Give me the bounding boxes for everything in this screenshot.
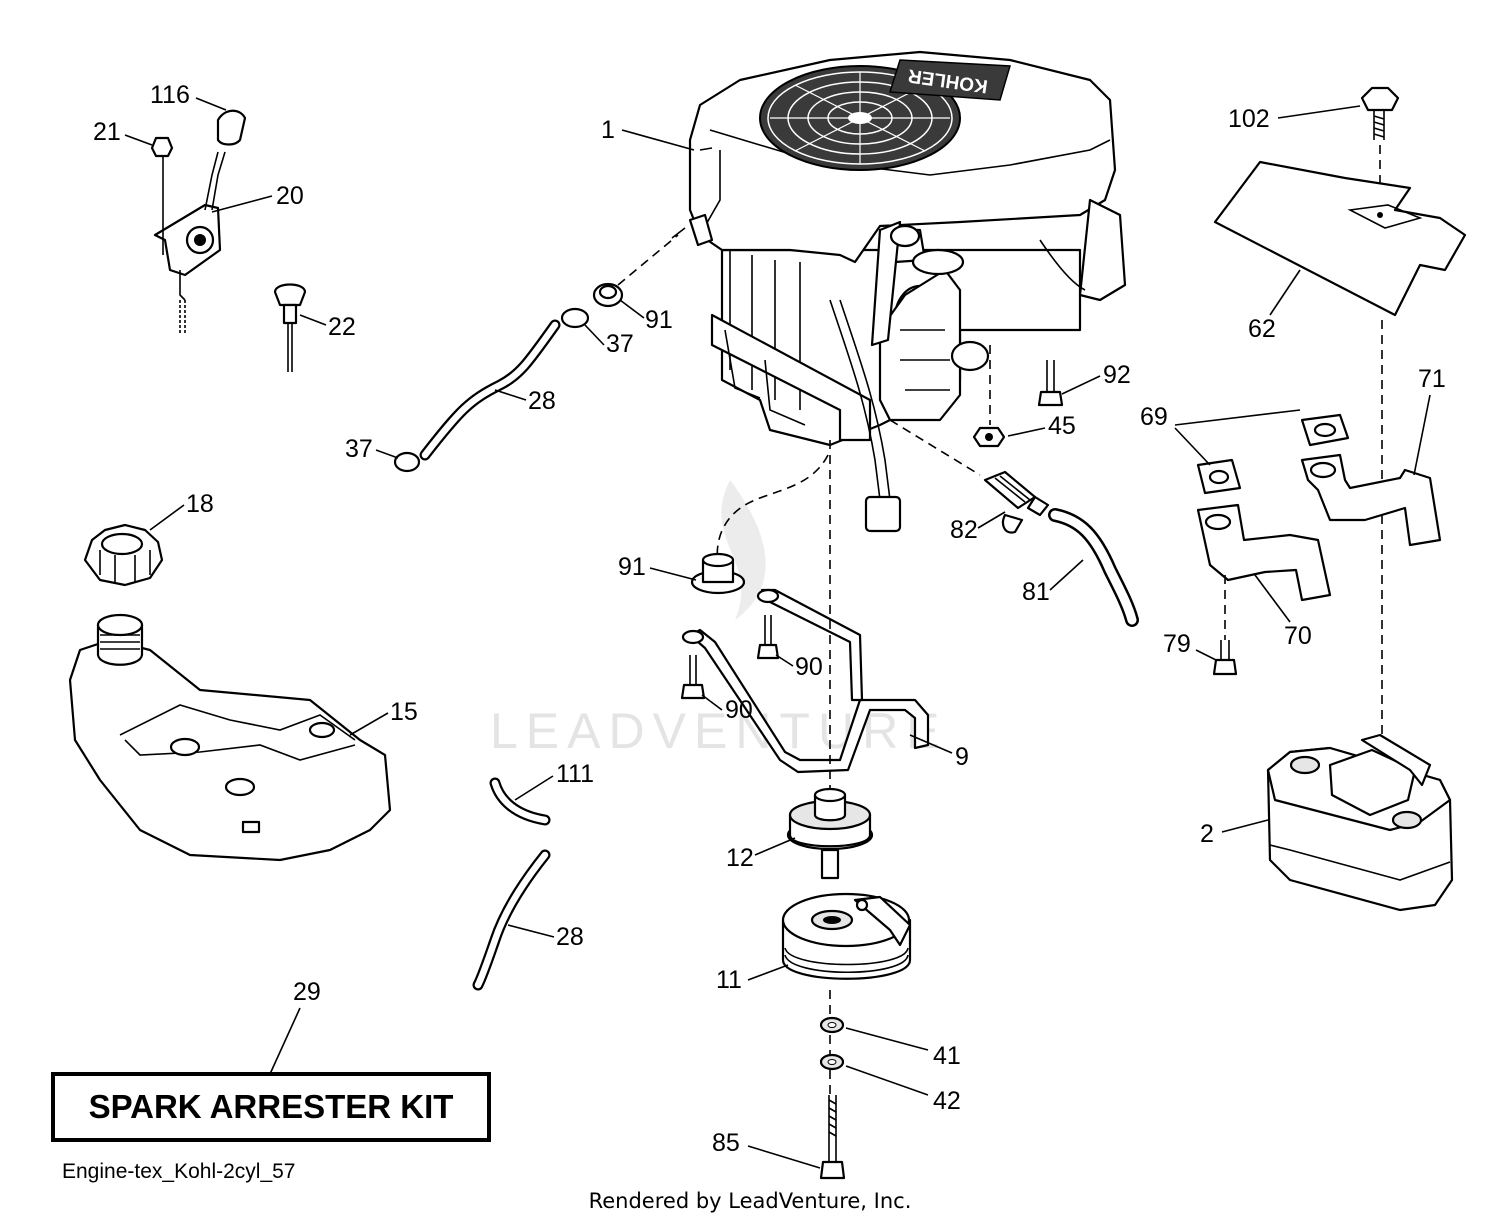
callout-20: 20 [276, 182, 304, 210]
drain-hose-81 [1048, 508, 1139, 627]
fuel-cap-18 [83, 523, 164, 587]
callout-92: 92 [1103, 361, 1131, 389]
callout-111: 111 [556, 760, 594, 788]
callout-79: 79 [1163, 630, 1191, 658]
engine-assembly: KOHLER [671, 50, 1127, 533]
callout-28-lower: 28 [556, 923, 584, 951]
spark-arrester-kit-label: SPARK ARRESTER KIT [89, 1088, 454, 1125]
mounting-bracket-9 [681, 588, 930, 774]
callout-29: 29 [293, 978, 321, 1006]
callout-37-upper: 37 [606, 330, 634, 358]
throttle-control [150, 136, 226, 335]
callout-81: 81 [1022, 578, 1050, 606]
callout-21: 21 [93, 118, 121, 146]
diagram-name: Engine-tex_Kohl-2cyl_57 [62, 1160, 295, 1183]
callout-90-upper: 90 [795, 653, 823, 681]
hose-clamp-37-upper [560, 307, 590, 329]
callout-18: 18 [186, 490, 214, 518]
callout-12: 12 [726, 844, 754, 872]
fuel-line-111 [489, 777, 551, 826]
fuel-filter-91-lower [690, 552, 746, 595]
callout-71: 71 [1418, 365, 1446, 393]
fuel-line-28-lower [472, 849, 551, 991]
callout-22: 22 [328, 313, 356, 341]
screw-102 [1360, 86, 1400, 140]
hose-clamp-37-lower [393, 451, 421, 473]
kohler-logo-plate: KOHLER [889, 59, 1011, 101]
exhaust-gasket-69-upper [1300, 413, 1350, 447]
exhaust-pipe-71 [1300, 453, 1442, 547]
callout-91-lower: 91 [618, 553, 646, 581]
callout-85: 85 [712, 1129, 740, 1157]
starter-motor [878, 248, 965, 422]
washer-41 [819, 1016, 845, 1034]
callout-70: 70 [1284, 622, 1312, 650]
callout-90-lower: 90 [725, 696, 753, 724]
callout-102: 102 [1228, 105, 1270, 133]
pulley-12 [786, 787, 874, 880]
callout-42: 42 [933, 1087, 961, 1115]
bolt-90-lower [680, 655, 706, 700]
callout-11: 11 [716, 966, 742, 994]
throttle-knob-116 [216, 109, 247, 146]
callout-2: 2 [1200, 820, 1214, 848]
callout-116: 116 [150, 81, 190, 109]
exhaust-gasket-69-lower [1196, 458, 1242, 495]
nut-45 [972, 426, 1006, 448]
washer-42 [819, 1053, 845, 1071]
callout-41: 41 [933, 1042, 961, 1070]
fuel-tank-15 [68, 613, 392, 862]
spark-arrester-kit-box [51, 1072, 491, 1142]
callout-9: 9 [955, 743, 969, 771]
watermark-text: LEADVENTURE [490, 703, 948, 759]
bolt-92 [1037, 360, 1064, 407]
bolt-79 [1212, 640, 1238, 676]
callout-91-upper: 91 [645, 306, 673, 334]
bolt-85 [819, 1095, 846, 1180]
callout-45: 45 [1048, 412, 1076, 440]
callout-62: 62 [1248, 315, 1276, 343]
fuel-line-upper [419, 319, 561, 461]
bolt-90-upper [756, 615, 780, 660]
heat-shield-62 [1213, 160, 1467, 317]
muffler-2 [1266, 733, 1454, 912]
callout-28-upper: 28 [528, 387, 556, 415]
callout-69: 69 [1140, 403, 1168, 431]
oil-drain-valve-82 [983, 470, 1050, 534]
electric-clutch-11 [781, 892, 912, 980]
callout-37-lower: 37 [345, 435, 373, 463]
callout-15: 15 [390, 698, 418, 726]
callout-82: 82 [950, 516, 978, 544]
render-credit: Rendered by LeadVenture, Inc. [589, 1189, 912, 1213]
choke-knob-22 [273, 283, 307, 372]
fuel-filter-91-upper [592, 282, 624, 308]
harness-connector [864, 495, 902, 533]
callout-1: 1 [601, 116, 615, 144]
